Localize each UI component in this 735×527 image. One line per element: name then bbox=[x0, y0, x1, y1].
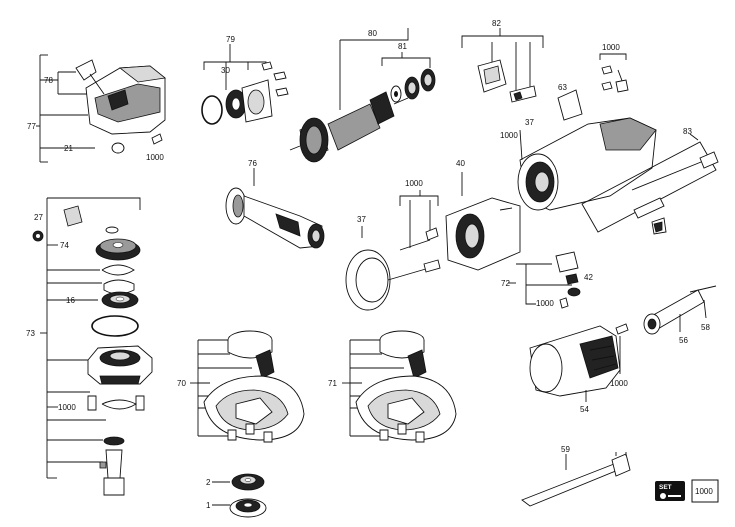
callout-61: 59 bbox=[561, 445, 570, 454]
cable-assembly-group: 83 bbox=[581, 127, 719, 235]
side-handle-group: 76 bbox=[225, 159, 325, 249]
callout-71: 71 bbox=[328, 379, 337, 388]
set-box-group: SET 1000 bbox=[655, 479, 719, 503]
callout-37: 37 bbox=[357, 215, 366, 224]
callout-76: 72 bbox=[501, 279, 510, 288]
callout-16: 16 bbox=[66, 296, 75, 305]
o-ring-part bbox=[91, 315, 139, 337]
spanner-group: 59 bbox=[521, 445, 631, 507]
armature-group: 80 81 bbox=[289, 28, 436, 163]
callout-78: 78 bbox=[44, 76, 53, 85]
cable-clamp-part bbox=[633, 197, 665, 219]
spindle-washer-part bbox=[103, 436, 125, 446]
cap-part bbox=[111, 142, 125, 154]
callout-83: 83 bbox=[683, 127, 692, 136]
flanges-group: 2 1 bbox=[206, 473, 267, 518]
callout-27: 27 bbox=[34, 213, 43, 222]
callout-1000-handle: 1000 bbox=[610, 379, 628, 388]
callout-59: 58 bbox=[701, 323, 710, 332]
guard-70-group: 70 bbox=[177, 330, 305, 443]
bushing-part bbox=[63, 205, 83, 227]
callout-56: 54 bbox=[580, 405, 589, 414]
set-number-box bbox=[691, 479, 719, 503]
callout-1000-topright: 1000 bbox=[602, 43, 620, 52]
bearing-cover-group: 79 30 bbox=[201, 35, 289, 125]
callout-1000-field: 1000 bbox=[405, 179, 423, 188]
cable-group: 56 58 bbox=[643, 285, 717, 345]
rear-handle-group: 54 1000 bbox=[529, 323, 629, 414]
callout-2: 2 bbox=[206, 478, 211, 487]
callout-70: 70 bbox=[177, 379, 186, 388]
armature-core-part bbox=[327, 103, 381, 151]
callout-63: 63 bbox=[558, 83, 567, 92]
callout-1000-switch: 1000 bbox=[536, 299, 554, 308]
set-number: 1000 bbox=[695, 487, 713, 496]
callout-40: 40 bbox=[456, 159, 465, 168]
switch-lever-part bbox=[75, 59, 97, 81]
callout-1000-housing: 1000 bbox=[500, 131, 518, 140]
callout-30: 30 bbox=[221, 66, 230, 75]
switch-part bbox=[555, 251, 579, 273]
callout-79: 79 bbox=[226, 35, 235, 44]
callout-74: 76 bbox=[248, 159, 257, 168]
screws-top-right-group: 1000 bbox=[599, 43, 629, 93]
callout-21: 21 bbox=[64, 144, 73, 153]
label-plate-part bbox=[557, 89, 583, 121]
callout-58: 56 bbox=[679, 336, 688, 345]
callout-54: 42 bbox=[584, 273, 593, 282]
spindle-part bbox=[105, 449, 123, 479]
switch-group: 72 42 1000 bbox=[501, 251, 593, 309]
callout-77: 77 bbox=[27, 122, 36, 131]
field-group: 1000 40 37 bbox=[345, 159, 521, 311]
motor-housing-group: 37 1000 bbox=[500, 117, 657, 211]
set-label: SET bbox=[659, 484, 672, 491]
callout-80: 80 bbox=[368, 29, 377, 38]
callout-72: 73 bbox=[26, 329, 35, 338]
callout-1: 1 bbox=[206, 501, 211, 510]
guard-71-group: 71 bbox=[328, 330, 457, 443]
brush-group: 82 bbox=[461, 19, 544, 103]
callout-1000-gear: 1000 bbox=[58, 403, 76, 412]
callout-73: 74 bbox=[60, 241, 69, 250]
callout-82: 82 bbox=[492, 19, 501, 28]
spanner-part bbox=[521, 463, 619, 507]
callout-1000-rear: 1000 bbox=[146, 153, 164, 162]
callout-42: 37 bbox=[525, 118, 534, 127]
gear-head-group: 27 74 16 73 1000 bbox=[26, 197, 153, 496]
seal-ring-part bbox=[201, 95, 223, 125]
label-63-group: 63 bbox=[557, 83, 583, 121]
rear-cover-group: 77 78 21 1000 bbox=[27, 54, 166, 163]
callout-81: 81 bbox=[398, 42, 407, 51]
